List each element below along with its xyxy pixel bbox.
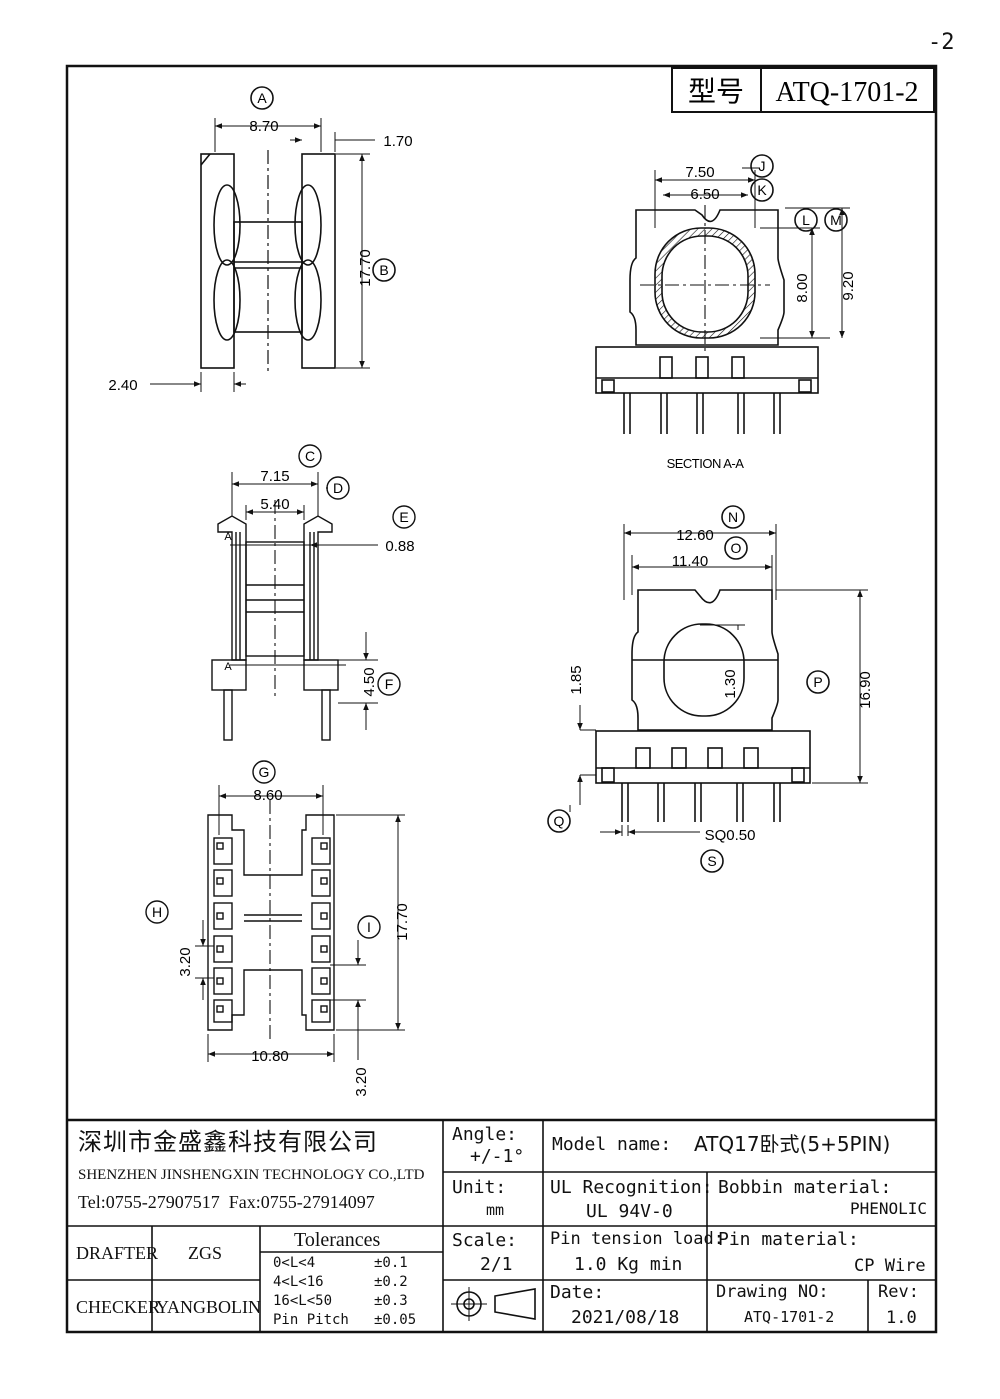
dim-n: 12.60	[676, 527, 714, 544]
tolerance-range-1: 0<L<4	[273, 1255, 316, 1271]
header-model-label: 型号	[688, 75, 744, 108]
section-marker-top: A	[224, 531, 232, 543]
ref-c: C	[305, 448, 315, 464]
checker-name: YANGBOLIN	[156, 1297, 261, 1317]
dim-h: 3.20	[177, 947, 194, 976]
dim-q: 1.85	[568, 665, 585, 694]
tolerances-title: Tolerances	[294, 1229, 381, 1251]
ref-k: K	[757, 182, 767, 198]
ref-p: P	[813, 674, 822, 690]
tolerance-value-3: ±0.3	[374, 1293, 408, 1309]
section-view	[595, 154, 850, 434]
dim-a: 8.70	[249, 118, 278, 135]
ref-l: L	[802, 212, 810, 228]
dim-m: 9.20	[840, 271, 857, 300]
company-name-en: SHENZHEN JINSHENGXIN TECHNOLOGY CO.,LTD	[78, 1167, 425, 1183]
drafter-label: DRAFTER	[76, 1243, 159, 1263]
ref-q: Q	[554, 813, 565, 829]
ul-value: UL 94V-0	[586, 1201, 673, 1222]
bottom-view	[145, 760, 405, 1062]
tolerance-range-3: 16<L<50	[273, 1293, 333, 1309]
drawing-no-value: ATQ-1701-2	[744, 1308, 835, 1326]
ref-g: G	[259, 764, 270, 780]
ref-a: A	[257, 90, 267, 106]
pin-tension-label: Pin tension load:	[550, 1229, 724, 1249]
dim-s: SQ0.50	[705, 827, 756, 844]
ref-f: F	[385, 676, 394, 692]
dim-top-right: 1.70	[383, 133, 412, 150]
ref-e: E	[399, 509, 408, 525]
bobbin-label: Bobbin material:	[718, 1177, 892, 1198]
rev-label: Rev:	[878, 1282, 919, 1302]
ref-h: H	[152, 904, 162, 920]
dim-j: 7.50	[685, 164, 714, 181]
title-block-grid	[67, 1118, 936, 1332]
title-block: 深圳市金盛鑫科技有限公司 SHENZHEN JINSHENGXIN TECHNO…	[68, 1120, 936, 1332]
ref-b: B	[379, 262, 388, 278]
dim-width: 10.80	[251, 1048, 289, 1065]
tolerance-value-2: ±0.2	[374, 1274, 408, 1290]
dim-f: 4.50	[361, 667, 378, 696]
unit-label: Unit:	[452, 1177, 507, 1198]
bobbin-value: PHENOLIC	[850, 1199, 928, 1218]
header-model-value: ATQ-1701-2	[775, 77, 918, 108]
unit-value: mm	[486, 1201, 505, 1219]
dim-i: 17.70	[394, 903, 411, 941]
pin-tension-value: 1.0 Kg min	[574, 1254, 683, 1275]
section-caption: SECTION A-A	[667, 456, 745, 471]
dim-pitch: 3.20	[353, 1067, 370, 1096]
tolerance-range-2: 4<L<16	[273, 1274, 324, 1290]
drafter-name: ZGS	[188, 1243, 223, 1263]
dim-top-left: 2.40	[108, 377, 137, 394]
dim-g: 8.60	[253, 787, 282, 804]
scale-label: Scale:	[452, 1230, 518, 1251]
model-name-label: Model name:	[552, 1134, 672, 1155]
dim-c: 7.15	[260, 468, 289, 485]
ref-n: N	[728, 509, 738, 525]
header-model-box: 型号 ATQ-1701-2	[671, 67, 935, 113]
company-name-cn: 深圳市金盛鑫科技有限公司	[78, 1128, 378, 1156]
ref-s: S	[707, 853, 716, 869]
ref-d: D	[333, 480, 343, 496]
ref-j: J	[759, 158, 766, 174]
dim-e: 0.88	[385, 538, 414, 555]
dim-k: 6.50	[690, 186, 719, 203]
checker-label: CHECKER	[76, 1297, 161, 1317]
pin-material-label: Pin material:	[718, 1229, 859, 1250]
dim-o: 11.40	[672, 553, 708, 570]
side-view	[211, 444, 416, 741]
date-label: Date:	[550, 1282, 605, 1303]
model-name-value: ATQ17卧式(5+5PIN)	[694, 1132, 891, 1156]
page-number: -2	[928, 30, 955, 55]
pin-material-value: CP Wire	[854, 1256, 926, 1276]
ref-m: M	[830, 212, 842, 228]
angle-label: Angle:	[452, 1124, 518, 1145]
drawing-frame	[65, 64, 938, 1334]
tolerance-value-4: ±0.05	[374, 1312, 417, 1328]
drawing-no-label: Drawing NO:	[716, 1282, 829, 1302]
rev-value: 1.0	[886, 1308, 917, 1328]
ul-label: UL Recognition:	[550, 1177, 713, 1198]
top-view	[150, 86, 396, 392]
dim-hole: 1.30	[722, 669, 739, 698]
scale-value: 2/1	[480, 1254, 513, 1275]
dim-p: 16.90	[857, 671, 874, 709]
angle-value: +/-1°	[470, 1146, 525, 1167]
date-value: 2021/08/18	[571, 1307, 680, 1328]
tolerance-value-1: ±0.1	[374, 1255, 408, 1271]
dim-l: 8.00	[794, 273, 811, 302]
front-view	[547, 505, 868, 873]
tolerance-range-4: Pin Pitch	[273, 1312, 349, 1328]
ref-i: I	[367, 919, 371, 935]
section-marker-bottom: A	[224, 661, 232, 673]
dim-d: 5.40	[260, 496, 289, 513]
company-contact: Tel:0755-27907517 Fax:0755-27914097	[78, 1192, 375, 1212]
ref-o: O	[731, 540, 742, 556]
dim-b: 17.70	[357, 249, 374, 287]
